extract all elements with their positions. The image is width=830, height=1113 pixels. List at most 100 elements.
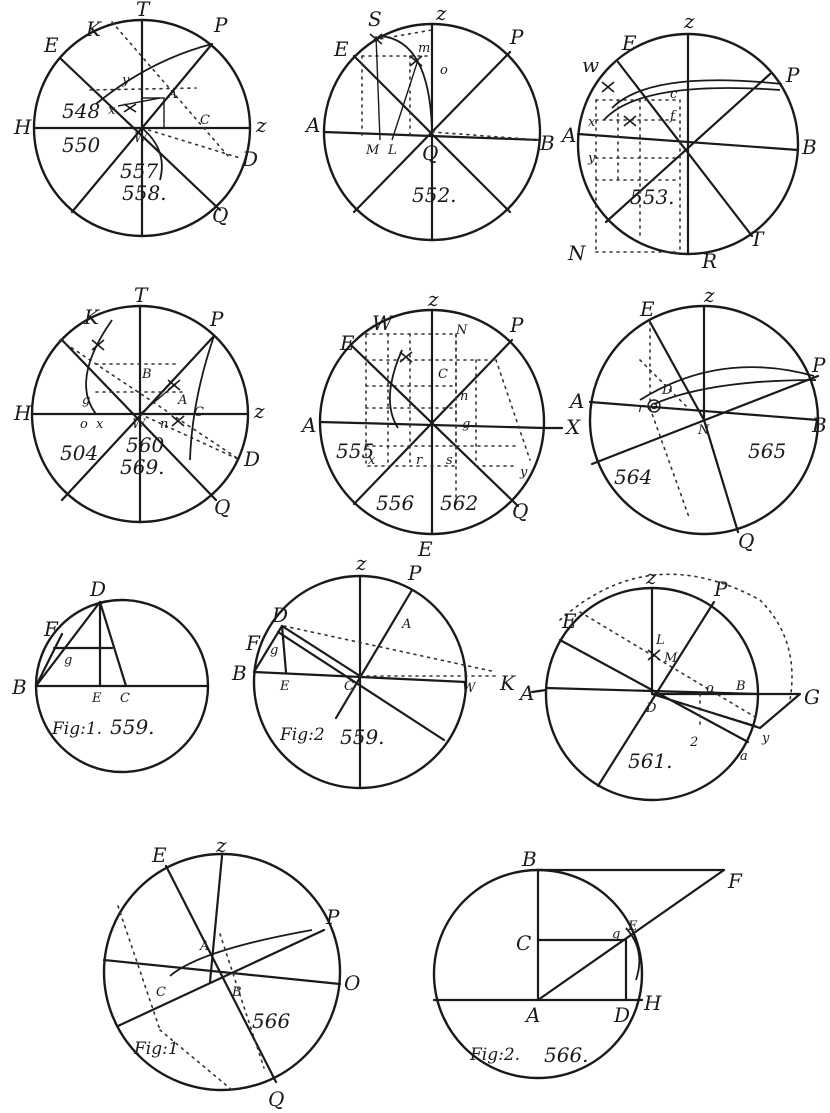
label: w [582,53,599,77]
figure-566-fig2: B F C g E A D H Fig:2. 566. [432,847,743,1080]
label: o [440,63,448,78]
label: H [13,401,32,425]
label: g [612,927,620,942]
figure-number: 550 [62,133,100,157]
figure-561: z P E A B G D o y a L M 561. 2 [518,565,820,802]
figure-number: 555 [336,439,374,463]
label: E [91,691,102,706]
label: a [740,749,748,764]
label: B [231,661,247,685]
label: Q [738,529,754,553]
label: F [727,869,743,893]
label: N [455,323,468,338]
label: x [96,417,104,432]
label: Q [512,499,528,523]
star-marker [123,103,137,113]
label: P [209,307,224,331]
figure-550: E K T P H z D Q x W y A C 548 550 557 55… [13,0,267,238]
figure-number: 566 [252,1009,290,1033]
label: H [643,991,662,1015]
label: P [811,353,826,377]
label: y [761,731,770,746]
label: D [271,603,288,627]
figure-number: Fig:1 [133,1039,179,1059]
label: D [241,147,258,171]
label: P [213,13,228,37]
label: s [446,453,453,468]
label: F [43,617,59,641]
label: P [509,313,524,337]
label: E [339,331,355,355]
label: C [156,985,166,1000]
label: A [518,681,534,705]
label: z [215,833,227,857]
label: E [417,537,433,561]
label: g [64,653,72,668]
label: f [669,109,677,124]
label: A [199,939,209,954]
star-marker [369,33,423,67]
label: z [255,113,267,137]
figure-559-fig2: z P D A F g B E C W K Fig:2 559. [231,551,516,790]
figure-number: 560 [126,433,164,457]
label: r [638,401,645,416]
label: P [325,905,340,929]
star-marker [647,649,661,661]
figure-number: 2 [689,735,698,750]
label: B [11,675,27,699]
label: H [13,115,32,139]
figure-number: Fig:2. [469,1045,520,1065]
figure-number: 564 [614,465,652,489]
label: K [85,17,102,41]
label: E [639,297,655,321]
label: M [663,651,678,666]
label: W [134,131,149,146]
label: C [438,367,448,382]
label: C [200,113,210,128]
label: A [568,389,584,413]
figure-552: S E z P A B Q o m M L 552. [304,1,555,242]
label: r [416,453,423,468]
label: C [516,931,531,955]
label: A [401,617,411,632]
label: D [89,577,106,601]
label: Q [268,1087,284,1111]
label: L [387,143,397,158]
label: E [621,31,637,55]
figure-553: w E z P A B N R T c f x y 553. [560,9,817,273]
label: N [697,423,710,438]
label: B [539,131,555,155]
label: T [136,0,151,21]
label: z [703,283,715,307]
label: Q [422,141,438,165]
label: z [645,565,657,589]
label: z [355,551,367,575]
figure-number: Fig:2 [279,725,325,745]
label: X [564,415,581,439]
label: g [82,393,90,408]
label: x [108,103,116,118]
figure-559-fig1: D F g B E C Fig:1. 559. [11,577,210,774]
figure-number: 565 [748,439,786,463]
label: W [132,417,147,432]
label: S [368,7,382,31]
label: A [167,87,177,102]
label: A [304,113,320,137]
label: A [560,123,576,147]
label: T [750,227,765,251]
star-marker [399,351,413,363]
label: E [43,33,59,57]
figure-number: 562 [440,491,478,515]
label: z [427,287,439,311]
star-marker [601,81,637,127]
label: T [134,283,149,307]
label: D [243,447,260,471]
label: D [661,383,673,398]
star-marker [91,339,185,427]
figure-566-fig1: E z P A B C O Q 566 Fig:1 [102,833,360,1111]
label: A [300,413,316,437]
label: z [683,9,695,33]
label: y [587,151,596,166]
label: g [462,417,470,432]
